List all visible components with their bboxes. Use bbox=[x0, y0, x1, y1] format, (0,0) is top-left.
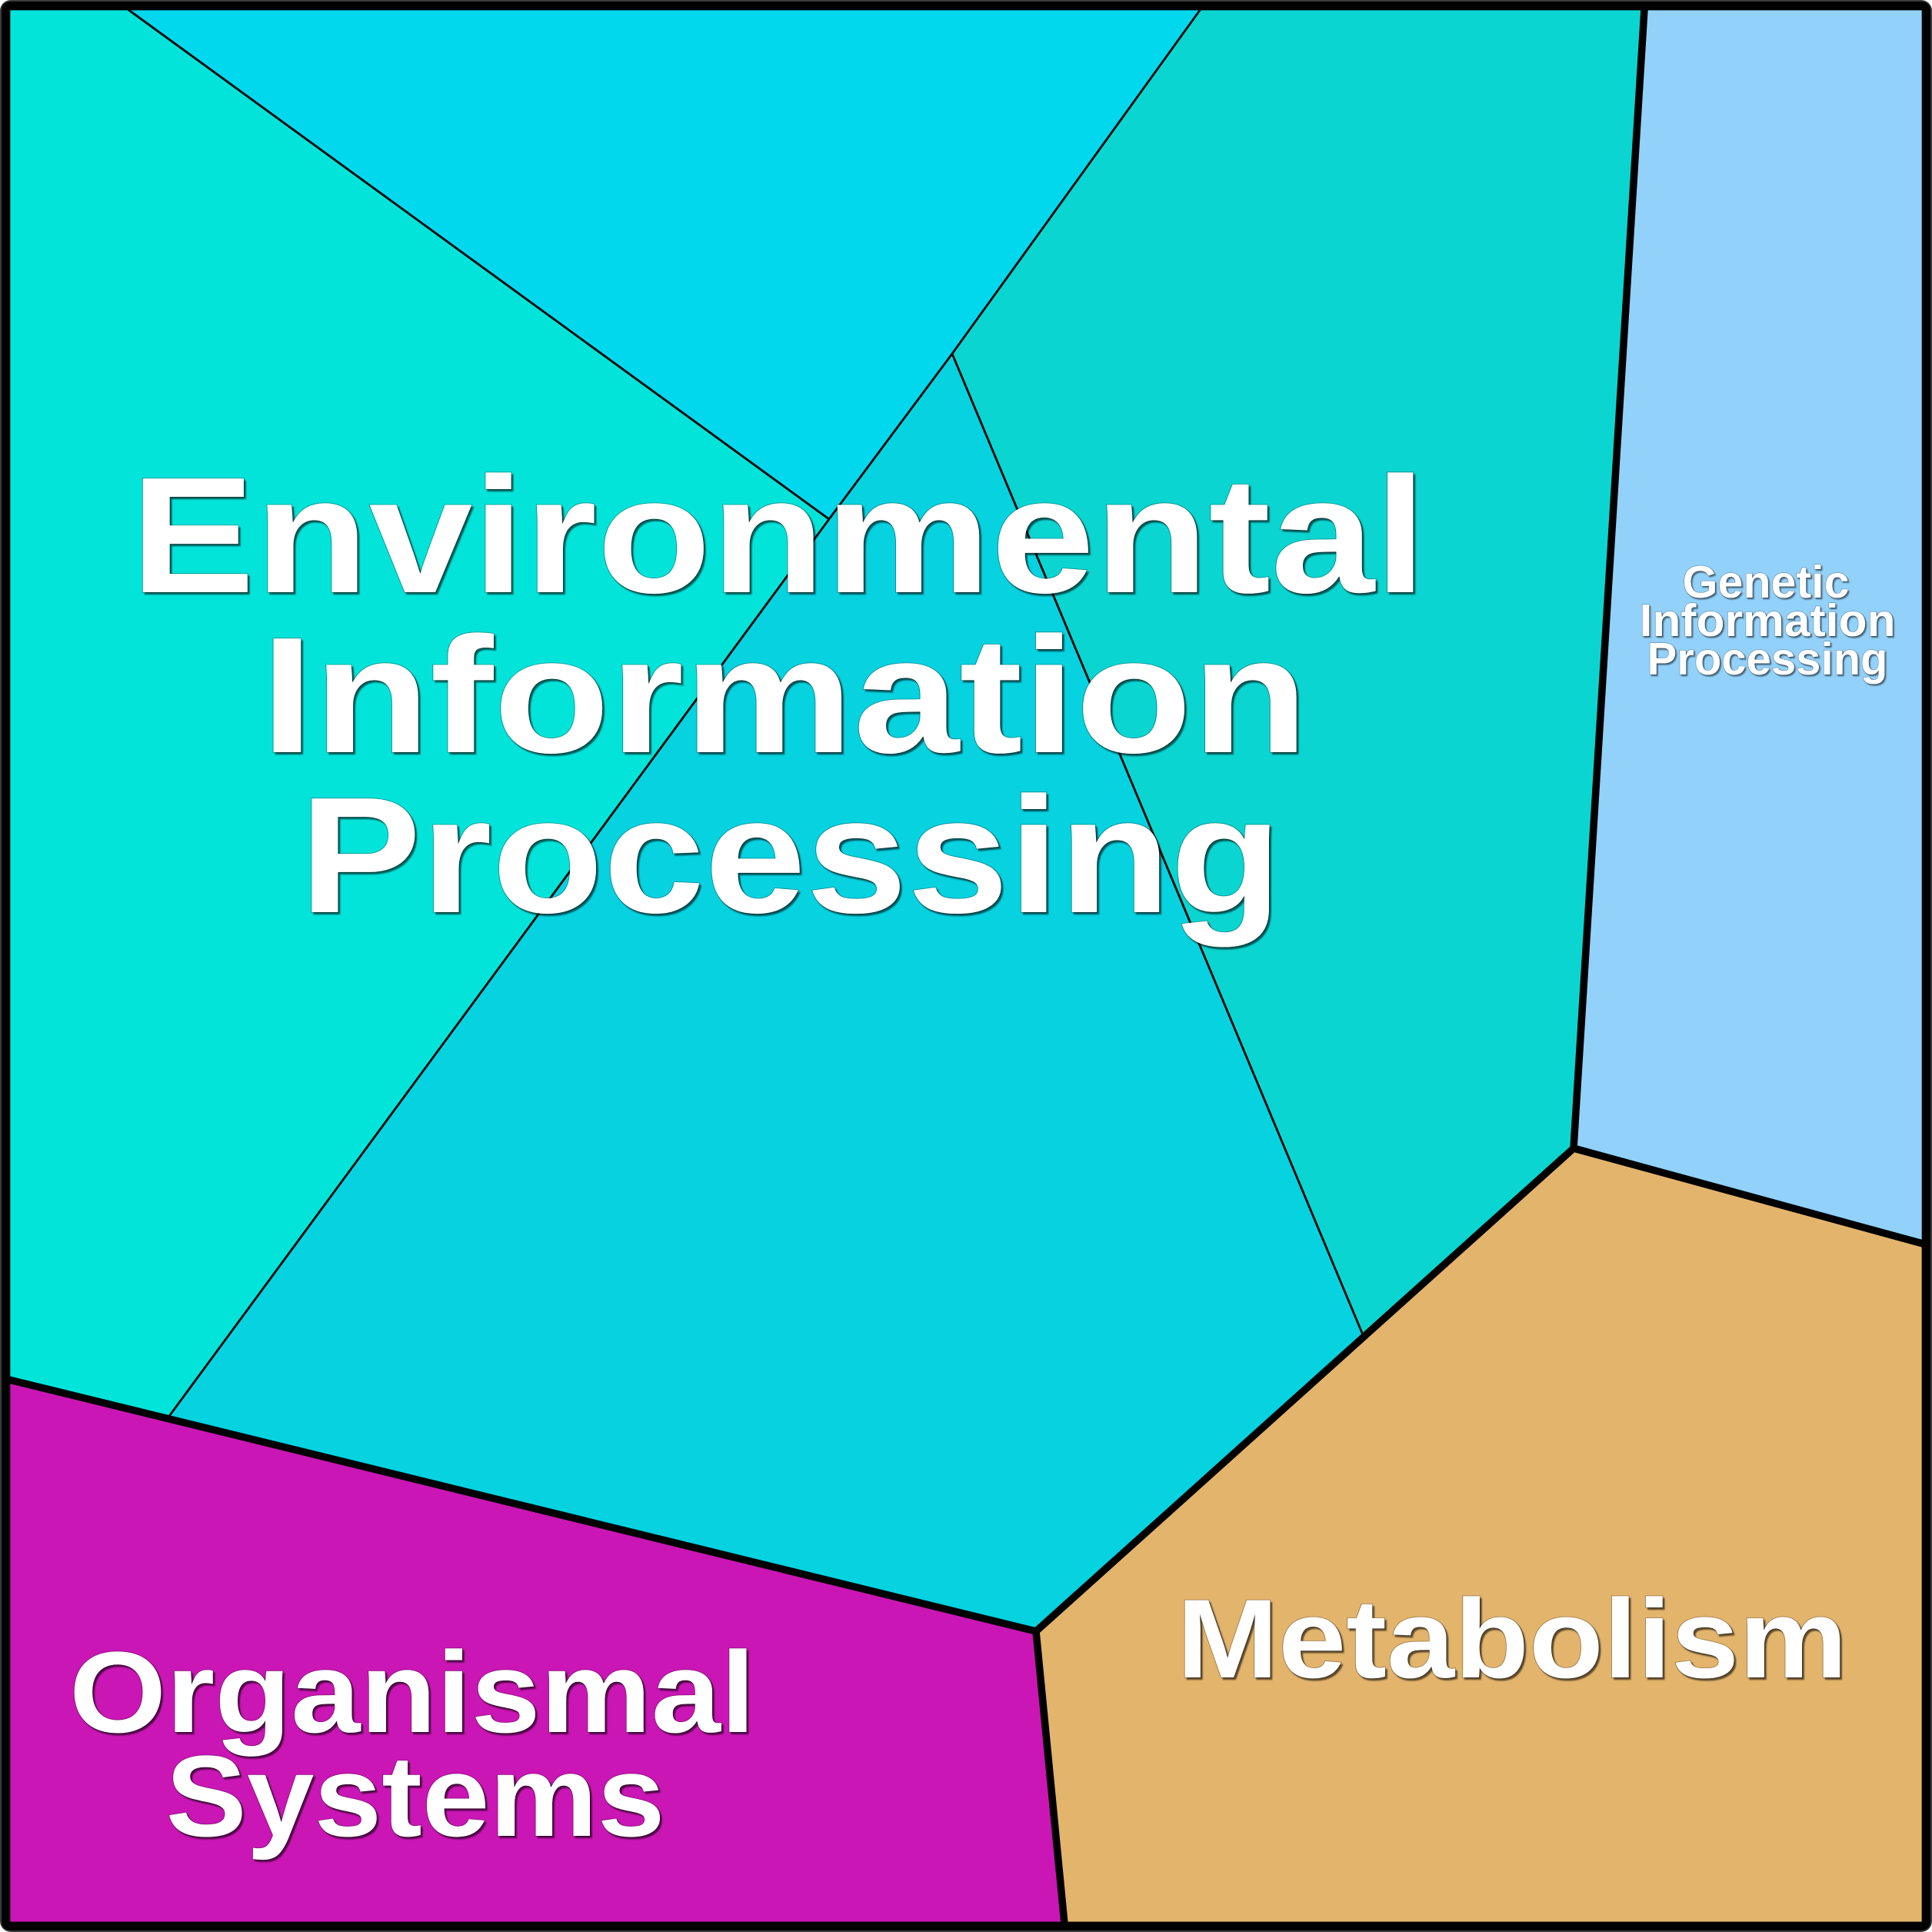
svg-text:Processing: Processing bbox=[300, 762, 1282, 948]
svg-text:Environmental: Environmental bbox=[131, 442, 1427, 628]
svg-text:Metabolism: Metabolism bbox=[1177, 1576, 1847, 1701]
svg-text:Processing: Processing bbox=[1647, 634, 1888, 685]
svg-text:Organismal: Organismal bbox=[69, 1627, 755, 1757]
svg-text:Genetic: Genetic bbox=[1683, 557, 1850, 608]
svg-text:Information: Information bbox=[261, 602, 1308, 788]
svg-text:Information: Information bbox=[1640, 595, 1896, 646]
svg-text:Systems: Systems bbox=[166, 1731, 665, 1860]
